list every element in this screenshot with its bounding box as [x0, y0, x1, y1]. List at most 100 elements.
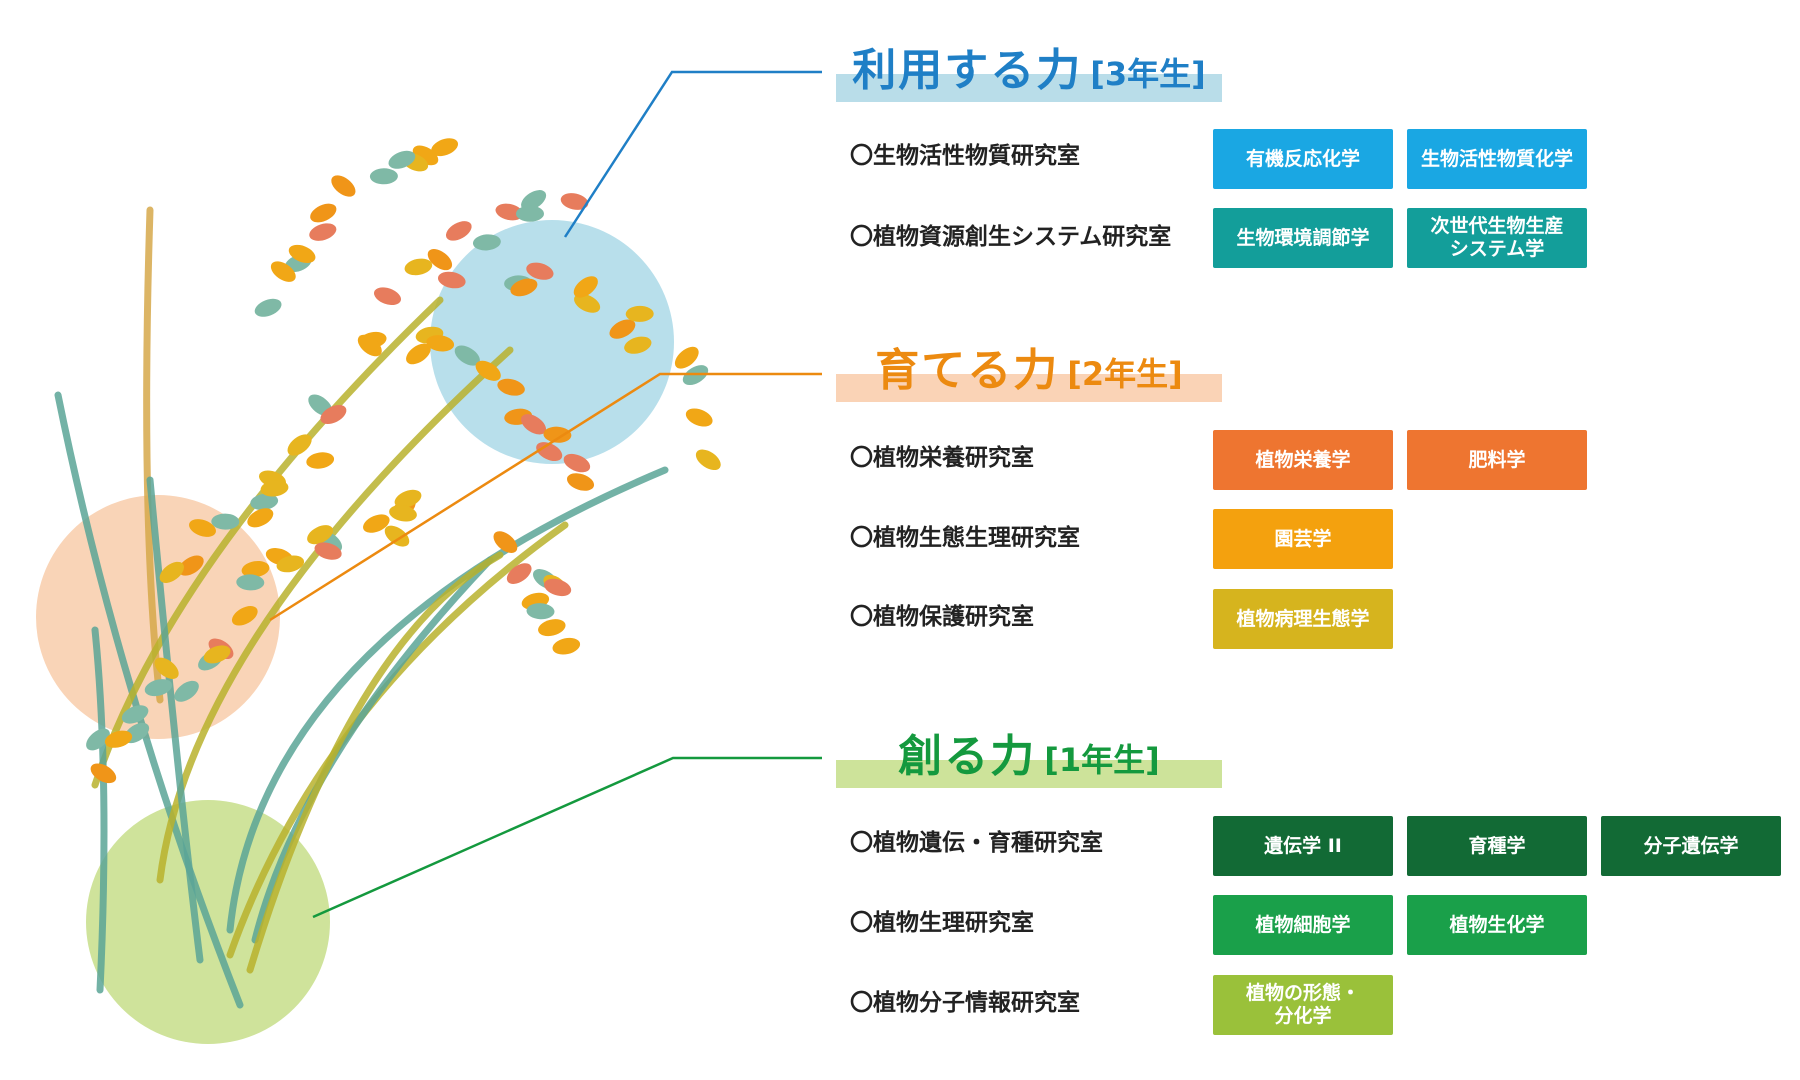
rice-grain	[493, 531, 518, 553]
rice-grain	[521, 190, 547, 211]
connector-line-1st-year	[312, 756, 822, 919]
course-box: 育種学	[1407, 816, 1587, 876]
connector-line-3rd-year	[563, 70, 822, 238]
course-box: 次世代生物生産システム学	[1407, 208, 1587, 268]
rice-grain	[543, 426, 572, 443]
section-head-3rd-year: 利用する力[3年生]	[836, 22, 1222, 102]
rice-stem	[91, 626, 108, 994]
section-title: 利用する力[3年生]	[836, 34, 1222, 98]
course-box: 生物環境調節学	[1213, 208, 1393, 268]
rice-grain	[445, 221, 472, 241]
lab-name: 〇植物保護研究室	[850, 604, 1034, 630]
rice-grain	[320, 404, 347, 425]
rice-stem	[54, 391, 244, 1009]
course-box: 分子遺伝学	[1601, 816, 1781, 876]
rice-grain	[388, 150, 416, 169]
rice-grain	[211, 513, 240, 530]
course-box: 植物の形態・分化学	[1213, 975, 1393, 1035]
section-band	[836, 374, 1222, 402]
connector-line-2nd-year	[269, 372, 822, 622]
rice-grain	[254, 298, 282, 317]
rice-grain	[431, 138, 459, 157]
section-band	[836, 74, 1222, 102]
rice-grain	[203, 645, 231, 664]
rice-grain	[389, 505, 417, 522]
rice-grain	[695, 449, 721, 471]
rice-stem	[146, 476, 204, 964]
rice-grain	[357, 334, 382, 357]
rice-stem	[246, 551, 504, 974]
rice-grain	[189, 519, 216, 537]
rice-grain	[624, 336, 652, 354]
rice-grain	[426, 335, 455, 352]
course-box: 生物活性物質化学	[1407, 129, 1587, 189]
course-box: 有機反応化学	[1213, 129, 1393, 189]
section-title-text: 利用する力	[852, 45, 1083, 96]
rice-grain	[552, 637, 581, 655]
section-head-1st-year: 創る力[1年生]	[836, 708, 1222, 788]
rice-grain	[159, 561, 184, 583]
rice-grain	[231, 606, 258, 626]
course-box: 肥料学	[1407, 430, 1587, 490]
rice-grain	[406, 343, 431, 365]
rice-grain	[104, 730, 133, 748]
course-box: 遺伝学 II	[1213, 816, 1393, 876]
section-title: 育てる力[2年生]	[836, 334, 1222, 398]
lab-name: 〇植物資源創生システム研究室	[850, 224, 1172, 250]
rice-grain	[384, 525, 410, 547]
rice-grain	[625, 305, 654, 322]
lab-name: 〇植物栄養研究室	[850, 445, 1034, 471]
rice-grain	[307, 525, 334, 545]
rice-grain	[331, 175, 356, 197]
rice-grain	[309, 223, 337, 241]
rice-grain	[475, 360, 501, 381]
rice-grain	[306, 452, 335, 469]
rice-grain	[538, 619, 566, 637]
rice-grain	[174, 680, 199, 702]
rice-grain	[573, 276, 598, 298]
lab-name: 〇植物生理研究室	[850, 910, 1034, 936]
rice-grain	[250, 493, 279, 511]
section-title-text: 育てる力	[875, 345, 1060, 396]
rice-grain	[404, 258, 433, 276]
rice-grain	[427, 249, 453, 271]
rice-grain	[90, 763, 117, 784]
lab-name: 〇植物分子情報研究室	[850, 990, 1080, 1016]
rice-grain	[609, 319, 636, 339]
rice-grain	[247, 508, 274, 528]
rice-grain	[497, 378, 525, 396]
rice-grain	[544, 578, 572, 597]
rice-grain	[394, 489, 422, 508]
rice-stem	[156, 346, 514, 884]
rice-grain	[363, 514, 390, 533]
rice-grain	[563, 453, 591, 473]
rice-grain	[86, 728, 110, 751]
course-box: 植物栄養学	[1213, 430, 1393, 490]
rice-grain	[495, 203, 524, 221]
lab-name: 〇植物生態生理研究室	[850, 525, 1080, 551]
rice-grain	[526, 262, 554, 280]
rice-grain	[685, 408, 713, 427]
lab-name: 〇生物活性物質研究室	[850, 143, 1080, 169]
rice-grain	[506, 563, 532, 584]
course-box: 植物病理生態学	[1213, 589, 1393, 649]
section-grade: [3年生]	[1090, 55, 1206, 93]
section-band	[836, 760, 1222, 788]
rice-grain	[454, 345, 480, 366]
lab-name: 〇植物遺伝・育種研究室	[850, 830, 1103, 856]
course-box: 植物生化学	[1407, 895, 1587, 955]
rice-grain	[236, 574, 265, 591]
rice-grain	[472, 234, 501, 251]
rice-grain	[144, 679, 173, 697]
rice-grain	[510, 278, 538, 297]
rice-grain	[178, 555, 204, 576]
rice-grain	[560, 193, 589, 210]
section-head-2nd-year: 育てる力[2年生]	[836, 322, 1222, 402]
rice-grain	[270, 261, 296, 282]
rice-grain	[288, 244, 316, 263]
rice-grain	[287, 434, 312, 456]
section-grade: [2年生]	[1067, 355, 1183, 393]
rice-grain	[276, 555, 305, 573]
rice-grain	[574, 293, 601, 313]
